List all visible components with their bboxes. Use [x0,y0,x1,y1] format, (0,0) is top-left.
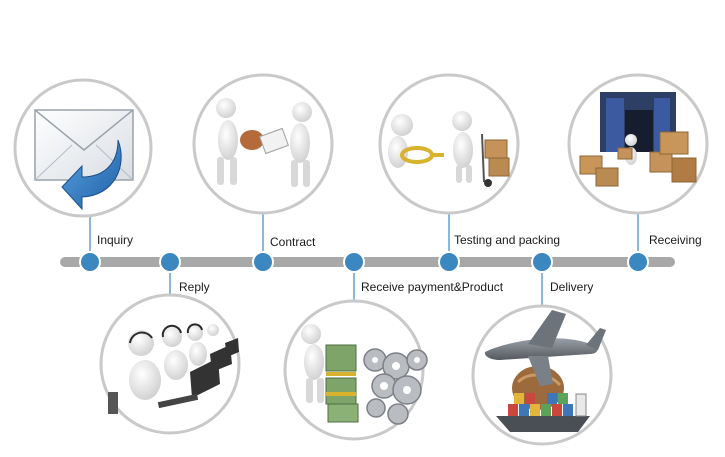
timeline-bar [60,257,675,267]
step-label-receiving: Receiving [649,233,702,247]
step-label-inquiry: Inquiry [97,233,134,247]
node-contract [252,251,274,273]
handshake-contract-icon [192,73,334,215]
step-label-reply: Reply [179,280,210,294]
node-receiving [627,251,649,273]
timeline-nodes [79,251,649,273]
call-center-headset-icon [99,293,241,435]
warehouse-boxes-icon [567,73,709,215]
step-label-contract: Contract [270,235,316,249]
node-reply [159,251,181,273]
connectors [89,213,639,305]
node-inquiry [79,251,101,273]
magnifier-inspection-icon [378,73,520,215]
airplane-ship-globe-icon [471,304,613,446]
step-label-payment: Receive payment&Product [361,280,504,294]
node-payment [343,251,365,273]
node-testing [438,251,460,273]
money-and-gears-icon [283,299,428,441]
node-delivery [531,251,553,273]
envelope-reply-icon [13,78,153,218]
step-label-testing: Testing and packing [454,233,561,247]
step-label-delivery: Delivery [550,280,594,294]
